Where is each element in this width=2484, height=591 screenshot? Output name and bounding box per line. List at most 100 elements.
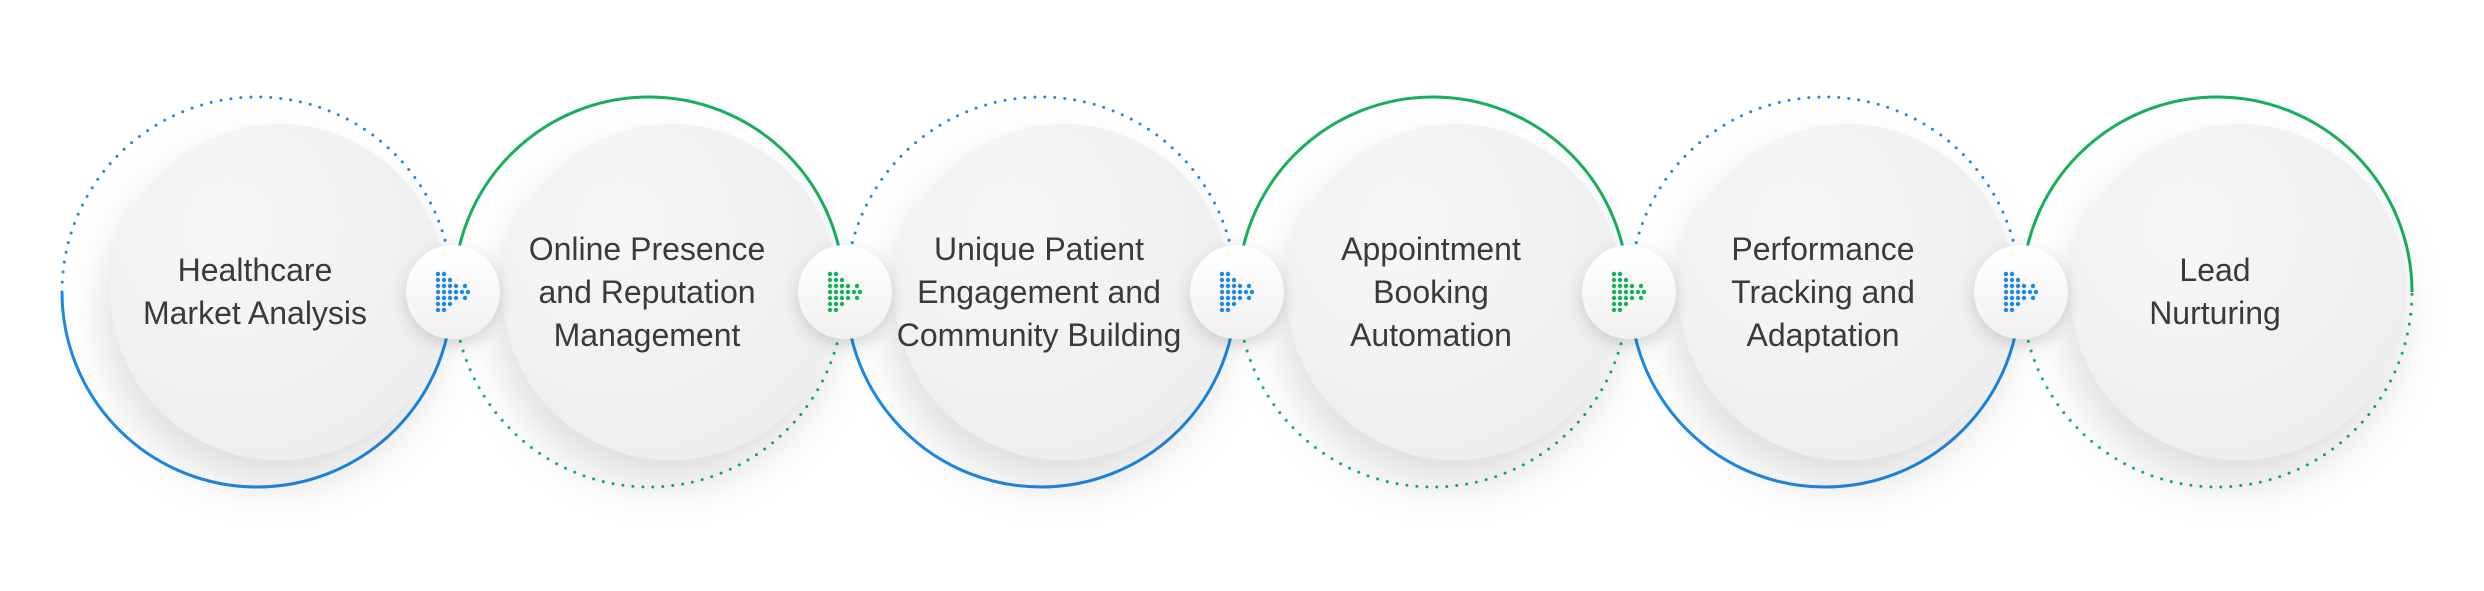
chevron-dot <box>435 283 441 289</box>
step-3-label-line: Unique Patient <box>934 230 1144 267</box>
step-3-solid-arc <box>844 291 1238 489</box>
chevron-dot <box>2009 289 2015 295</box>
chevron-dot <box>1617 301 1623 307</box>
chevron-dot <box>1225 277 1231 283</box>
chevron-dot <box>1237 289 1243 295</box>
chevron-dot <box>441 301 447 307</box>
step-1-disc <box>111 124 447 460</box>
chevron-dot <box>827 301 833 307</box>
connector-5-circle <box>1974 245 2068 339</box>
connector-1-circle <box>406 245 500 339</box>
chevron-dot <box>1629 295 1635 301</box>
chevron-dot <box>854 295 860 301</box>
step-2-label-line: and Reputation <box>538 273 756 310</box>
chevron-dot <box>827 307 833 313</box>
chevron-dot <box>447 277 453 283</box>
chevron-dot <box>2015 295 2021 301</box>
chevron-dot <box>2003 277 2009 283</box>
chevron-dot <box>839 301 845 307</box>
chevron-dot <box>2009 301 2015 307</box>
chevron-dot <box>1611 277 1617 283</box>
chevron-dot <box>851 289 857 295</box>
connector-layer <box>406 245 2068 339</box>
chevron-dot <box>2021 295 2027 301</box>
chevron-dot <box>2015 289 2021 295</box>
chevron-dot <box>1617 307 1623 313</box>
chevron-dot <box>1617 295 1623 301</box>
chevron-dot <box>1225 271 1231 277</box>
chevron-dot <box>462 295 468 301</box>
chevron-dot <box>2030 295 2036 301</box>
chevron-dot <box>833 283 839 289</box>
chevron-dot <box>441 277 447 283</box>
chevron-dot <box>435 289 441 295</box>
chevron-dot <box>435 295 441 301</box>
dotted-chevron-right-icon <box>827 271 863 313</box>
connector-4-circle <box>1582 245 1676 339</box>
chevron-dot <box>1249 289 1255 295</box>
step-4-solid-arc <box>1236 95 1630 293</box>
chevron-dot <box>447 283 453 289</box>
chevron-dot <box>1243 289 1249 295</box>
chevron-dot <box>2003 289 2009 295</box>
chevron-dot <box>453 289 459 295</box>
chevron-dot <box>1237 283 1243 289</box>
chevron-dot <box>854 283 860 289</box>
chevron-dot <box>1629 289 1635 295</box>
chevron-dot <box>1231 295 1237 301</box>
step-4-disc <box>1287 124 1623 460</box>
step-6-label-line: Nurturing <box>2149 295 2281 331</box>
step-6-disc <box>2071 124 2407 460</box>
chevron-dot <box>1219 283 1225 289</box>
step-5-disc <box>1679 124 2015 460</box>
chevron-dot <box>1623 277 1629 283</box>
step-3-label-line: Community Building <box>896 316 1182 353</box>
chevron-dot <box>2009 271 2015 277</box>
chevron-dot <box>435 271 441 277</box>
disc-layer <box>111 124 2407 460</box>
chevron-dot <box>2021 283 2027 289</box>
chevron-dot <box>2033 289 2039 295</box>
chevron-dot <box>1237 295 1243 301</box>
chevron-dot <box>1231 301 1237 307</box>
connector-3-circle <box>1190 245 1284 339</box>
connector-2-circle <box>798 245 892 339</box>
chevron-dot <box>1219 295 1225 301</box>
chevron-dot <box>845 289 851 295</box>
step-5-label-line: Adaptation <box>1746 316 1900 353</box>
chevron-dot <box>1225 307 1231 313</box>
chevron-dot <box>827 295 833 301</box>
chevron-dot <box>827 271 833 277</box>
chevron-dot <box>2009 307 2015 313</box>
chevron-dot <box>833 295 839 301</box>
chevron-dot <box>447 295 453 301</box>
dotted-chevron-right-icon <box>435 271 471 313</box>
chevron-dot <box>845 295 851 301</box>
chevron-dot <box>1623 301 1629 307</box>
chevron-dot <box>857 289 863 295</box>
chevron-dot <box>1225 301 1231 307</box>
chevron-dot <box>833 271 839 277</box>
ring-layer <box>60 95 2414 489</box>
chevron-dot <box>1623 289 1629 295</box>
chevron-dot <box>1635 289 1641 295</box>
step-2-label-line: Online Presence <box>528 230 766 267</box>
chevron-dot <box>1641 289 1647 295</box>
chevron-dot <box>1611 295 1617 301</box>
chevron-dot <box>435 301 441 307</box>
connector-3-button <box>1190 245 1284 339</box>
chevron-dot <box>447 301 453 307</box>
chevron-dot <box>1617 283 1623 289</box>
chevron-dot <box>441 289 447 295</box>
chevron-dot <box>1623 283 1629 289</box>
chevron-dot <box>447 289 453 295</box>
chevron-dot <box>1611 301 1617 307</box>
chevron-dot <box>1219 301 1225 307</box>
chevron-dot <box>1611 307 1617 313</box>
step-4-label-line: Booking <box>1373 273 1489 310</box>
step-3-label-line: Engagement and <box>917 273 1161 310</box>
step-4-label-line: Automation <box>1350 316 1512 353</box>
